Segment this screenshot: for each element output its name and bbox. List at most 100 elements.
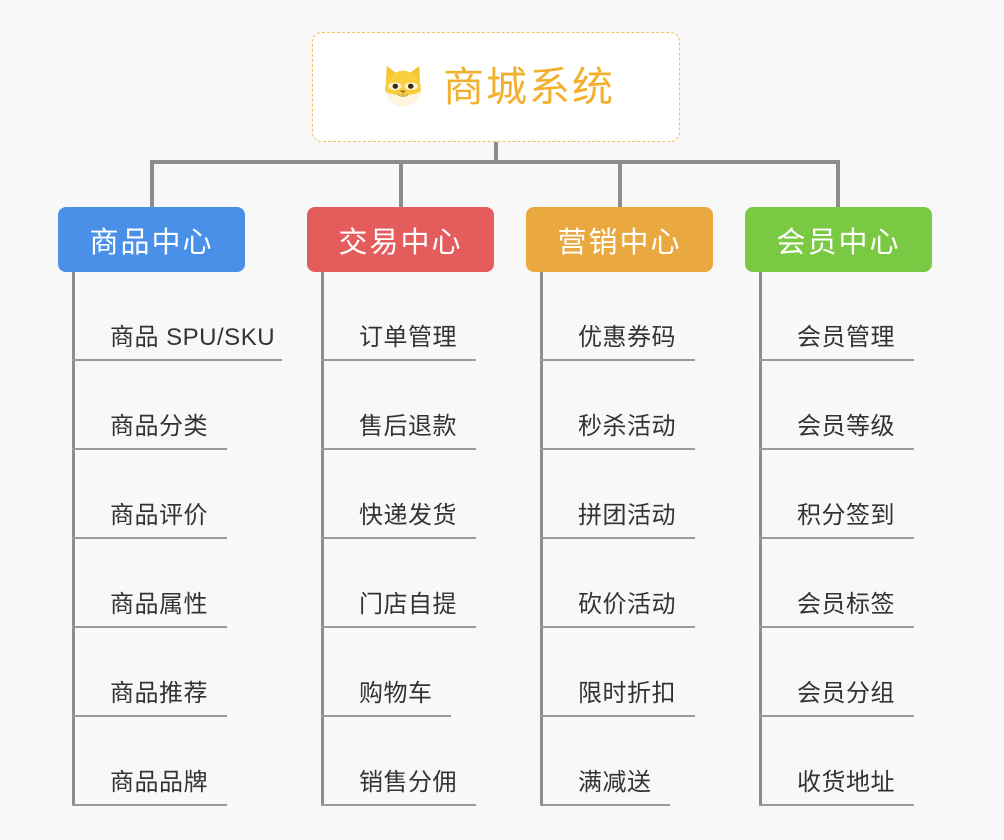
root-node[interactable]: 商城系统: [312, 32, 680, 142]
leaf-underline: [321, 804, 476, 806]
leaf-underline: [540, 537, 695, 539]
list-item[interactable]: 商品属性: [72, 539, 332, 628]
leaf-label: 会员等级: [797, 413, 895, 440]
branch-header-product[interactable]: 商品中心: [58, 207, 245, 272]
branch-header-label: 会员中心: [776, 226, 901, 259]
leaf-label: 快递发货: [359, 502, 457, 529]
shiba-dog-face-icon: [377, 61, 429, 113]
leaf-underline: [759, 537, 914, 539]
list-item[interactable]: 限时折扣: [540, 628, 800, 717]
list-item[interactable]: 商品 SPU/SKU: [72, 272, 332, 361]
branch-column-product: 商品中心 商品 SPU/SKU 商品分类 商品评价 商品属性 商品推荐: [58, 207, 282, 806]
connector-drop-3: [618, 160, 622, 207]
leaf-label: 订单管理: [359, 324, 457, 351]
leaf-label: 商品品牌: [110, 769, 208, 796]
branch-header-marketing[interactable]: 营销中心: [526, 207, 713, 272]
leaf-label: 积分签到: [797, 502, 895, 529]
leaf-underline: [321, 448, 476, 450]
leaf-underline: [321, 537, 476, 539]
leaf-underline: [72, 537, 227, 539]
leaf-underline: [759, 448, 914, 450]
list-item[interactable]: 拼团活动: [540, 450, 800, 539]
leaf-label: 商品属性: [110, 591, 208, 618]
connector-drop-2: [399, 160, 403, 207]
list-item[interactable]: 快递发货: [321, 450, 581, 539]
leaf-label: 商品分类: [110, 413, 208, 440]
branch-header-label: 营销中心: [557, 226, 682, 259]
leaf-label: 商品 SPU/SKU: [110, 324, 276, 351]
list-item[interactable]: 会员标签: [759, 539, 1004, 628]
branch-header-member[interactable]: 会员中心: [745, 207, 932, 272]
leaf-underline: [321, 359, 476, 361]
leaf-underline: [759, 359, 914, 361]
leaf-underline: [321, 715, 451, 717]
leaf-label: 商品评价: [110, 502, 208, 529]
leaf-underline: [540, 448, 695, 450]
connector-drop-4: [836, 160, 840, 207]
list-item[interactable]: 会员分组: [759, 628, 1004, 717]
connector-horizontal-bus: [150, 160, 840, 164]
leaf-underline: [72, 359, 282, 361]
branch-column-member: 会员中心 会员管理 会员等级 积分签到 会员标签 会员分组: [745, 207, 932, 806]
leaf-label: 会员标签: [797, 591, 895, 618]
list-item[interactable]: 满减送: [540, 717, 800, 806]
list-item[interactable]: 门店自提: [321, 539, 581, 628]
leaf-underline: [72, 448, 227, 450]
list-item[interactable]: 积分签到: [759, 450, 1004, 539]
list-item[interactable]: 商品推荐: [72, 628, 332, 717]
leaf-underline: [759, 626, 914, 628]
branch-column-marketing: 营销中心 优惠券码 秒杀活动 拼团活动 砍价活动 限时折扣: [526, 207, 713, 806]
root-title: 商城系统: [443, 63, 615, 110]
branch-header-label: 交易中心: [338, 226, 463, 259]
leaf-label: 门店自提: [359, 591, 457, 618]
branch-header-label: 商品中心: [89, 226, 214, 259]
leaf-list-marketing: 优惠券码 秒杀活动 拼团活动 砍价活动 限时折扣 满减送: [540, 272, 800, 806]
leaf-list-product: 商品 SPU/SKU 商品分类 商品评价 商品属性 商品推荐 商品品牌: [72, 272, 332, 806]
list-item[interactable]: 秒杀活动: [540, 361, 800, 450]
leaf-label: 限时折扣: [578, 680, 676, 707]
list-item[interactable]: 会员等级: [759, 361, 1004, 450]
list-item[interactable]: 订单管理: [321, 272, 581, 361]
leaf-label: 售后退款: [359, 413, 457, 440]
list-item[interactable]: 售后退款: [321, 361, 581, 450]
leaf-label: 商品推荐: [110, 680, 208, 707]
leaf-label: 拼团活动: [578, 502, 676, 529]
leaf-label: 收货地址: [797, 769, 895, 796]
leaf-underline: [540, 359, 695, 361]
leaf-label: 砍价活动: [578, 591, 676, 618]
leaf-underline: [540, 804, 670, 806]
branch-trunk: [540, 272, 543, 806]
list-item[interactable]: 收货地址: [759, 717, 1004, 806]
list-item[interactable]: 商品品牌: [72, 717, 332, 806]
leaf-label: 满减送: [578, 769, 652, 796]
leaf-underline: [759, 715, 914, 717]
leaf-underline: [72, 715, 227, 717]
leaf-label: 销售分佣: [359, 769, 457, 796]
leaf-label: 秒杀活动: [578, 413, 676, 440]
connector-drop-1: [150, 160, 154, 207]
leaf-label: 会员分组: [797, 680, 895, 707]
branch-trunk: [321, 272, 324, 806]
leaf-underline: [540, 626, 695, 628]
branch-trunk: [759, 272, 762, 806]
list-item[interactable]: 购物车: [321, 628, 581, 717]
leaf-underline: [321, 626, 476, 628]
list-item[interactable]: 商品分类: [72, 361, 332, 450]
list-item[interactable]: 砍价活动: [540, 539, 800, 628]
leaf-label: 会员管理: [797, 324, 895, 351]
leaf-underline: [72, 626, 227, 628]
list-item[interactable]: 商品评价: [72, 450, 332, 539]
connector-root-stem: [494, 142, 498, 164]
leaf-list-member: 会员管理 会员等级 积分签到 会员标签 会员分组 收货地址: [759, 272, 1004, 806]
list-item[interactable]: 优惠券码: [540, 272, 800, 361]
leaf-label: 购物车: [359, 680, 433, 707]
list-item[interactable]: 会员管理: [759, 272, 1004, 361]
leaf-underline: [72, 804, 227, 806]
branch-column-trade: 交易中心 订单管理 售后退款 快递发货 门店自提 购物车: [307, 207, 494, 806]
branch-header-trade[interactable]: 交易中心: [307, 207, 494, 272]
leaf-list-trade: 订单管理 售后退款 快递发货 门店自提 购物车 销售分佣: [321, 272, 581, 806]
branch-trunk: [72, 272, 75, 806]
leaf-label: 优惠券码: [578, 324, 676, 351]
list-item[interactable]: 销售分佣: [321, 717, 581, 806]
